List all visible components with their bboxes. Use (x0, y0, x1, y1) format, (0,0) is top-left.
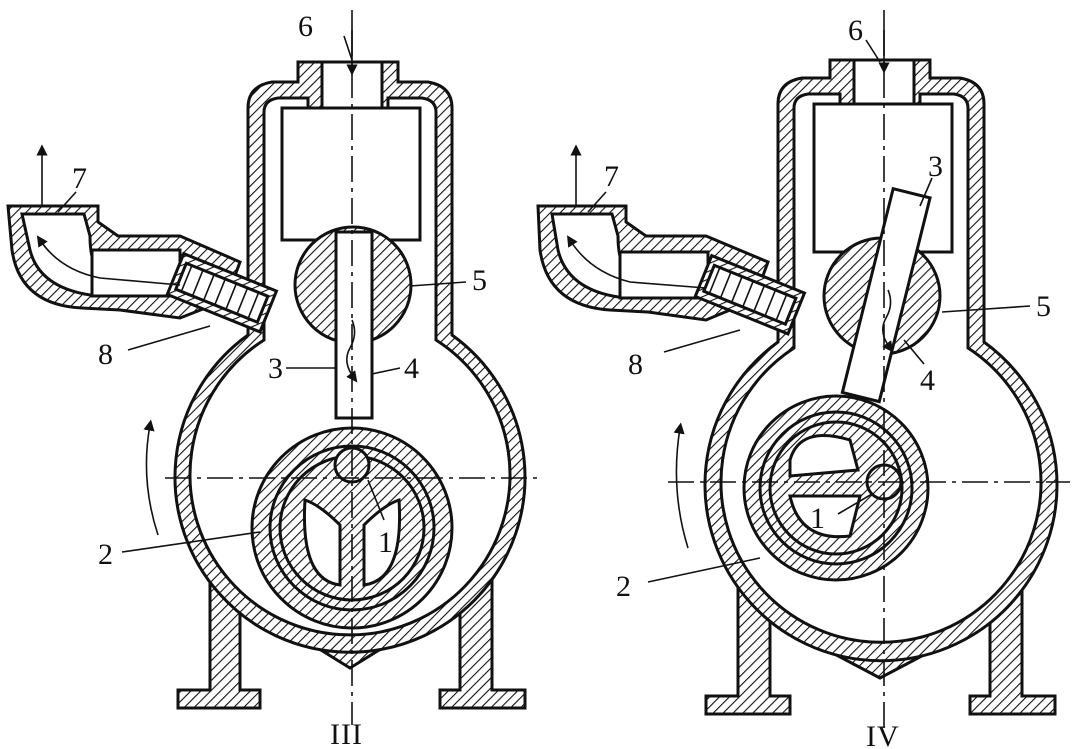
label-6: 6 (298, 10, 313, 43)
discharge-bore (618, 250, 710, 300)
leader-4 (903, 339, 925, 365)
leader-1 (837, 493, 873, 515)
piston-rod (840, 186, 932, 404)
rotor-inner-ring (758, 410, 914, 566)
leader-5 (941, 305, 1031, 313)
leader-6 (865, 39, 881, 63)
label-2: 2 (616, 570, 631, 603)
figure-iii: 6 7 8 3 4 5 1 2 III (6, 10, 540, 749)
label-2: 2 (98, 538, 113, 571)
figure-caption-iii: III (330, 718, 363, 749)
leader-6 (343, 35, 353, 61)
rotor-window-right (362, 497, 402, 587)
flow-arrow-discharge (567, 235, 707, 289)
rotor-window-lower (788, 494, 862, 539)
rotation-arrow (143, 419, 159, 536)
rotation-arrow (673, 422, 689, 549)
label-7: 7 (72, 162, 87, 195)
leader-1 (367, 479, 385, 521)
label-4: 4 (920, 364, 935, 397)
leader-2 (647, 557, 761, 583)
upper-chamber (280, 106, 422, 242)
check-valve (693, 253, 807, 336)
leader-7 (57, 191, 77, 213)
label-3: 3 (268, 352, 283, 385)
check-valve (165, 251, 279, 334)
leader-3 (919, 177, 933, 207)
label-4: 4 (404, 352, 419, 385)
rotor-window-left (302, 497, 342, 587)
label-6: 6 (848, 14, 863, 47)
leader-2 (121, 531, 261, 553)
leader-5 (409, 281, 467, 287)
rotor-window-upper (788, 434, 860, 478)
figure-caption-iv: IV (866, 720, 900, 749)
label-8: 8 (98, 338, 113, 371)
flow-arrow-rod (346, 319, 358, 383)
label-7: 7 (604, 160, 619, 193)
flow-arrow-discharge (36, 235, 181, 286)
figure-iv: 6 7 8 3 4 5 1 2 IV (536, 10, 1070, 749)
label-3: 3 (928, 150, 943, 183)
label-1: 1 (378, 526, 393, 559)
discharge-bore (90, 248, 182, 298)
leader-8 (663, 329, 741, 353)
label-1: 1 (810, 502, 825, 535)
leader-4 (371, 367, 401, 375)
label-5: 5 (472, 264, 487, 297)
label-8: 8 (628, 348, 643, 381)
leader-8 (127, 325, 211, 351)
leader-7 (587, 191, 607, 213)
label-5: 5 (1036, 290, 1051, 323)
